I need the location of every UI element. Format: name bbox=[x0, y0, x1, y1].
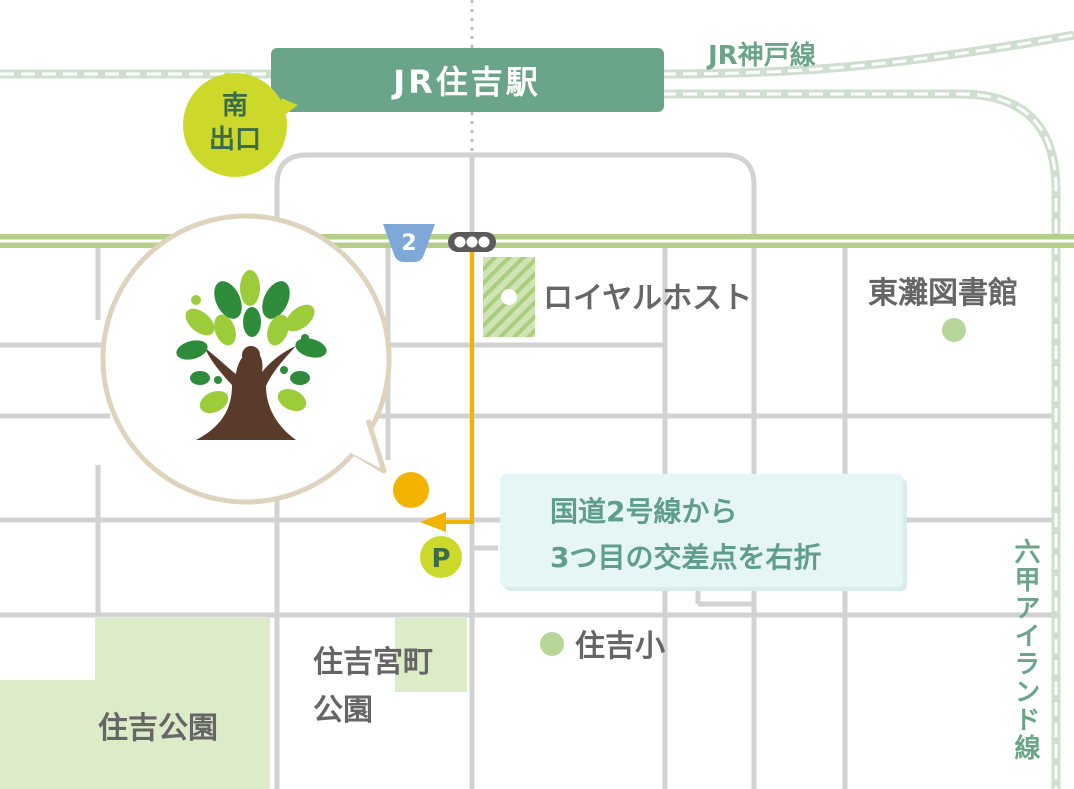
directions-callout: 国道2号線から 3つ目の交差点を右折 bbox=[500, 474, 907, 591]
tree-logo-icon bbox=[176, 270, 327, 440]
school-label: 住吉小 bbox=[575, 629, 665, 664]
route-guidance-line bbox=[420, 250, 474, 532]
svg-text:P: P bbox=[431, 544, 450, 574]
exit-line2: 出口 bbox=[209, 125, 261, 155]
royal-host-marker bbox=[483, 257, 535, 337]
south-exit-badge: 南 出口 bbox=[183, 73, 298, 177]
park-large bbox=[0, 618, 270, 789]
traffic-signal-icon bbox=[448, 232, 496, 252]
svg-text:2: 2 bbox=[401, 231, 416, 256]
destination-dot-icon bbox=[393, 472, 429, 508]
station-name: JR住吉駅 bbox=[391, 63, 541, 101]
school-dot bbox=[540, 632, 564, 656]
railway-name: JR神戸線 bbox=[706, 40, 816, 71]
parking-icon: P bbox=[420, 536, 462, 578]
park-small bbox=[395, 618, 467, 692]
park-small-label-line2: 公園 bbox=[313, 693, 373, 728]
park-small-label-line1: 住吉宮町 bbox=[313, 645, 433, 680]
park-large-label: 住吉公園 bbox=[98, 711, 218, 746]
station-box: JR住吉駅 bbox=[271, 48, 664, 112]
library-label: 東灘図書館 bbox=[868, 276, 1018, 311]
library-dot bbox=[942, 318, 966, 342]
park-areas bbox=[0, 618, 467, 789]
royal-host-label: ロイヤルホスト bbox=[543, 281, 752, 316]
route-shield-icon: 2 bbox=[383, 224, 435, 262]
liner-name: 六甲アイランド線 bbox=[1010, 538, 1040, 762]
callout-line1: 国道2号線から bbox=[550, 495, 737, 528]
exit-line1: 南 bbox=[222, 91, 248, 121]
callout-line2: 3つ目の交差点を右折 bbox=[550, 541, 821, 574]
